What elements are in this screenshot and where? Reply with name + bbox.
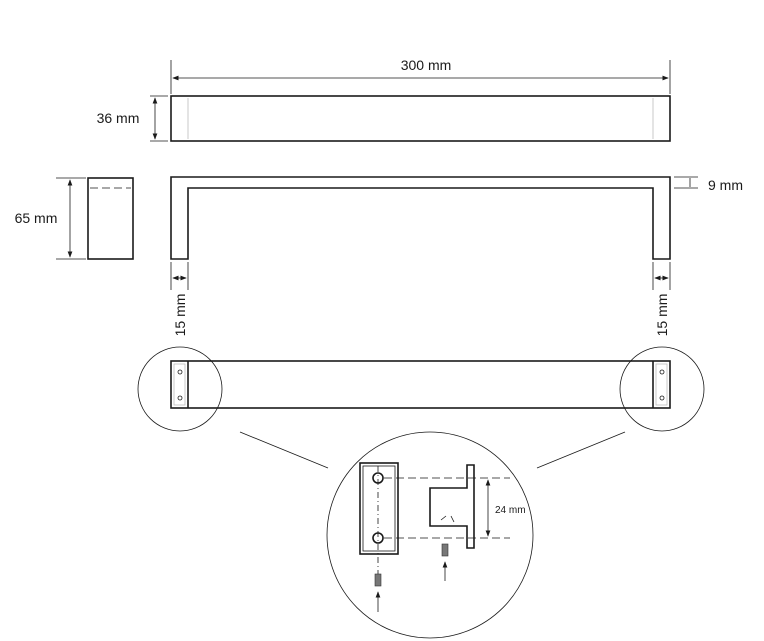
left-leg-dimension-label: 15 mm [172,294,188,337]
mounting-detail: 24 mm [326,431,534,639]
bottom-view [137,346,705,469]
right-leg-dimension-label: 15 mm [654,294,670,337]
left-detail-circle [137,346,223,432]
screw-icon [374,573,382,587]
side-view: 65 mm [15,177,134,260]
height-dimension-label: 36 mm [97,110,140,126]
thickness-dimension-label: 9 mm [708,177,743,193]
right-detail-circle [619,346,705,432]
screw-icon [441,543,449,557]
length-dimension-label: 300 mm [401,57,452,73]
top-view: 300 mm 36 mm [97,57,671,142]
depth-dimension-label: 65 mm [15,210,58,226]
front-view: 9 mm 15 mm 15 mm [170,176,743,337]
hole-spacing-label: 24 mm [495,505,526,516]
